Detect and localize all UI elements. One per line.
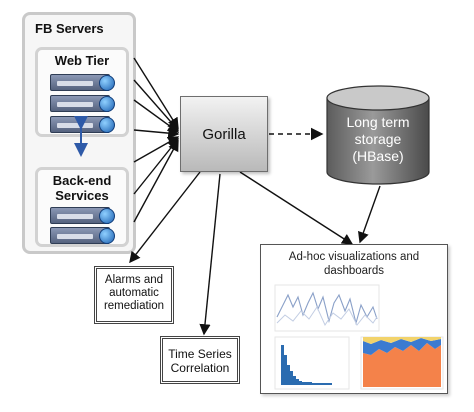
thumbnail-area-yellow: [363, 337, 441, 344]
web-tier-group: Web Tier: [35, 47, 129, 137]
alarms-arrow: [129, 171, 201, 264]
globe-icon: [99, 228, 115, 244]
globe-icon: [99, 96, 115, 112]
timeseries-arrow: [199, 173, 221, 336]
backend-title-line1: Back-end: [52, 173, 112, 188]
thumbnail-line: [276, 291, 378, 326]
adhoc-title-line1: Ad-hoc visualizations and: [288, 251, 420, 263]
thumbnail-line-2: [276, 305, 378, 327]
storage-label-line1: Long term: [346, 114, 410, 130]
backend-server: [50, 227, 115, 244]
gorilla-label: Gorilla: [202, 125, 246, 143]
backend-title-line2: Services: [55, 188, 109, 203]
backend-group: Back-end Services: [35, 167, 129, 247]
thumbnail-area-blue: [363, 338, 441, 355]
server-arrow: [133, 99, 180, 133]
adhoc-panel: Ad-hoc visualizations and dashboards: [260, 244, 448, 394]
server-arrow: [133, 79, 179, 132]
server-arrow: [133, 57, 179, 130]
alarms-line3: remediation: [103, 300, 165, 312]
adhoc-arrow: [239, 171, 354, 245]
storage-label-line2: storage: [354, 131, 402, 147]
storage-adhoc-arrow: [358, 185, 381, 244]
web-server: [50, 74, 115, 91]
thumbnail-area-orange: [363, 343, 441, 387]
timeseries-line1: Time Series: [168, 347, 232, 361]
database-icon: [326, 85, 430, 185]
globe-icon: [99, 117, 115, 133]
server-arrow: [133, 127, 180, 139]
globe-icon: [99, 75, 115, 91]
server-arrow: [133, 139, 179, 223]
alarms-line2: automatic: [109, 287, 159, 299]
storage-label-line3: (HBase): [352, 148, 404, 164]
alarms-line1: Alarms and: [104, 274, 164, 286]
backend-server: [50, 207, 115, 224]
timeseries-box: Time Series Correlation: [160, 336, 240, 384]
thumbnail-histogram: [281, 345, 332, 385]
dashboard-thumbnails: [274, 284, 444, 390]
fb-servers-group: FB Servers Web Tier Back-end Services: [22, 12, 136, 254]
gorilla-box: Gorilla: [180, 96, 268, 172]
web-tier-title: Web Tier: [54, 53, 110, 68]
server-arrow: [133, 136, 180, 163]
globe-icon: [99, 208, 115, 224]
web-server: [50, 95, 115, 112]
server-arrow: [133, 137, 179, 195]
alarms-box: Alarms and automatic remediation: [94, 266, 174, 324]
adhoc-title-line2: dashboards: [323, 265, 385, 277]
timeseries-line2: Correlation: [170, 361, 230, 375]
storage-cylinder: Long term storage (HBase): [323, 84, 433, 186]
fb-servers-title: FB Servers: [35, 21, 104, 36]
